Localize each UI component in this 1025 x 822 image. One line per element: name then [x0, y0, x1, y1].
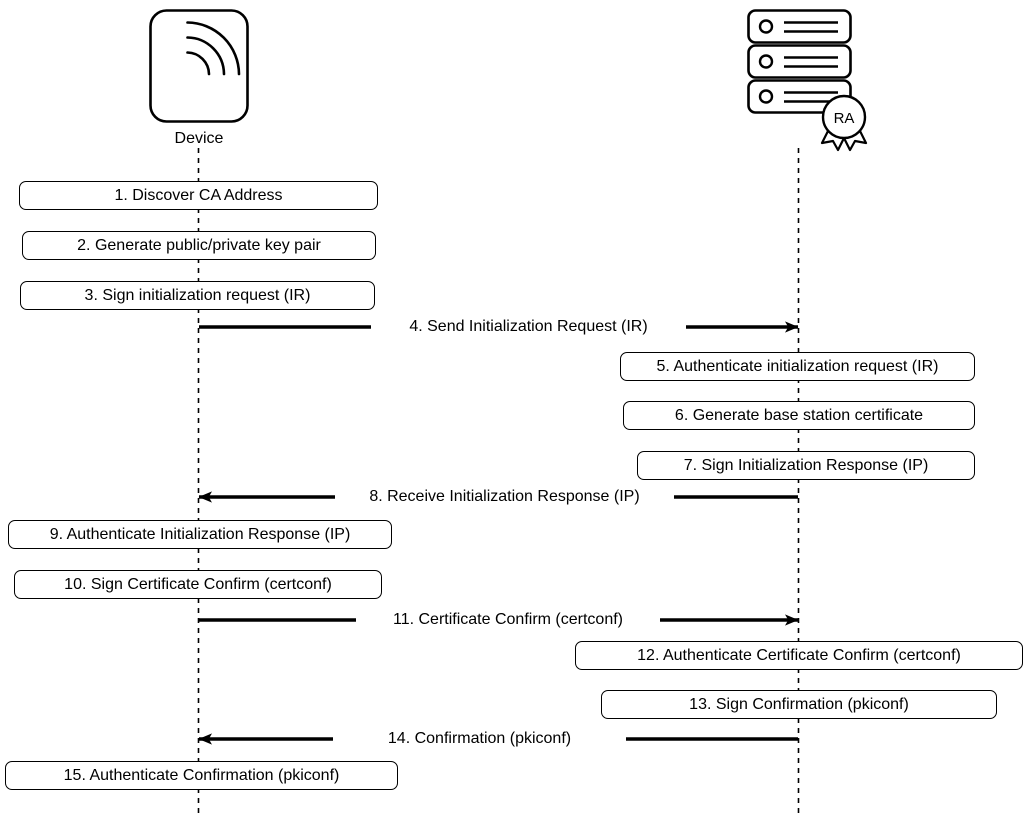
svg-text:RA: RA — [834, 110, 855, 127]
step-box-6[interactable]: 6. Generate base station certificate — [623, 401, 975, 430]
step-box-3[interactable]: 3. Sign initialization request (IR) — [20, 281, 375, 310]
step-box-15[interactable]: 15. Authenticate Confirmation (pkiconf) — [5, 761, 398, 790]
step-box-9[interactable]: 9. Authenticate Initialization Response … — [8, 520, 392, 549]
message-label-11: 11. Certificate Confirm (certconf) — [356, 611, 660, 629]
server-rack-certificate-icon: RA — [747, 9, 868, 152]
step-box-10[interactable]: 10. Sign Certificate Confirm (certconf) — [14, 570, 382, 599]
message-label-14: 14. Confirmation (pkiconf) — [333, 730, 626, 748]
message-label-8: 8. Receive Initialization Response (IP) — [335, 488, 674, 506]
step-box-7[interactable]: 7. Sign Initialization Response (IP) — [637, 451, 975, 480]
step-box-12[interactable]: 12. Authenticate Certificate Confirm (ce… — [575, 641, 1023, 670]
step-box-13[interactable]: 13. Sign Confirmation (pkiconf) — [601, 690, 997, 719]
step-box-1[interactable]: 1. Discover CA Address — [19, 181, 378, 210]
ra-certificate-badge-icon: RA — [820, 94, 868, 152]
device-wifi-icon — [149, 9, 249, 123]
step-box-2[interactable]: 2. Generate public/private key pair — [22, 231, 376, 260]
message-label-4: 4. Send Initialization Request (IR) — [371, 318, 686, 336]
step-box-5[interactable]: 5. Authenticate initialization request (… — [620, 352, 975, 381]
actor-label-device: Device — [174, 130, 224, 147]
